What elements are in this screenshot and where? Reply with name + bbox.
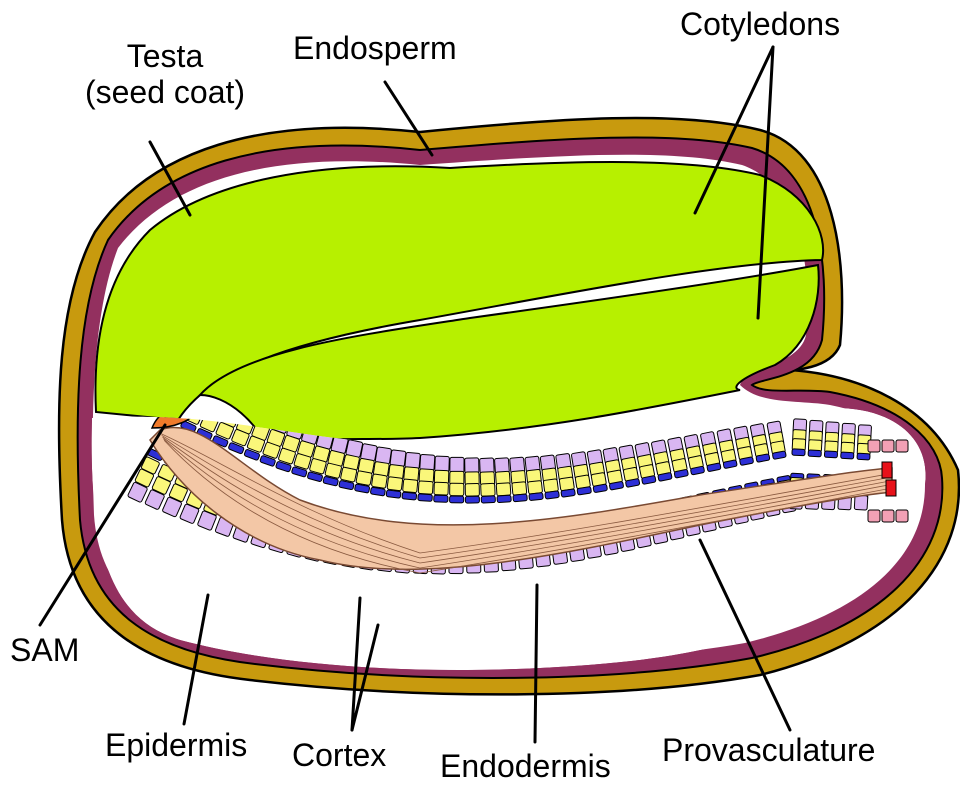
root-tip-cell — [882, 462, 892, 478]
label-endodermis: Endodermis — [440, 748, 611, 784]
root-tip-cell — [886, 480, 896, 496]
cell — [465, 483, 479, 496]
cell — [561, 489, 576, 498]
cell — [496, 483, 511, 496]
cell — [434, 482, 449, 495]
root-cap-cell — [868, 510, 880, 522]
root-cap-cell — [896, 440, 908, 452]
cell — [340, 467, 357, 482]
cell — [386, 490, 401, 498]
label-epidermis: Epidermis — [105, 727, 247, 763]
cell — [387, 477, 403, 491]
cell — [435, 456, 450, 472]
cell — [402, 492, 417, 500]
cell — [824, 451, 837, 458]
leader-endodermis — [535, 585, 537, 742]
root-cap-cell — [868, 440, 880, 452]
cell — [497, 495, 511, 503]
label-cortex: Cortex — [292, 737, 386, 773]
cell — [403, 479, 418, 493]
cell — [854, 495, 868, 510]
cell — [792, 449, 805, 456]
cell — [529, 493, 543, 501]
label-cotyledons: Cotyledons — [680, 6, 840, 42]
root-cap-cell — [896, 510, 908, 522]
label-provasculature: Provasculature — [662, 732, 875, 768]
cell — [325, 463, 342, 479]
cell — [465, 496, 479, 503]
cell — [481, 483, 496, 496]
label-sam: SAM — [10, 632, 79, 668]
cell — [481, 496, 495, 503]
root-cap-cell — [882, 510, 894, 522]
cell — [465, 458, 479, 473]
cell — [371, 474, 387, 489]
label-testa: Testa (seed coat) — [60, 38, 270, 110]
cell — [545, 491, 560, 499]
cell — [420, 454, 435, 470]
cell — [370, 487, 385, 496]
cell — [418, 481, 433, 494]
cell — [450, 483, 464, 496]
label-testa-line2: (seed coat) — [60, 74, 270, 110]
cell — [434, 495, 448, 502]
label-testa-line1: Testa — [60, 38, 270, 74]
root-cap-cell — [882, 440, 894, 452]
cell — [528, 480, 543, 494]
cell — [513, 494, 527, 502]
cell — [450, 457, 464, 472]
cell — [857, 453, 870, 460]
label-endosperm: Endosperm — [293, 30, 457, 66]
cell — [450, 496, 464, 503]
cell — [356, 471, 372, 486]
cell — [841, 452, 854, 459]
cell — [418, 494, 433, 502]
cell — [450, 471, 464, 484]
cell — [512, 482, 527, 495]
cell — [808, 450, 821, 457]
